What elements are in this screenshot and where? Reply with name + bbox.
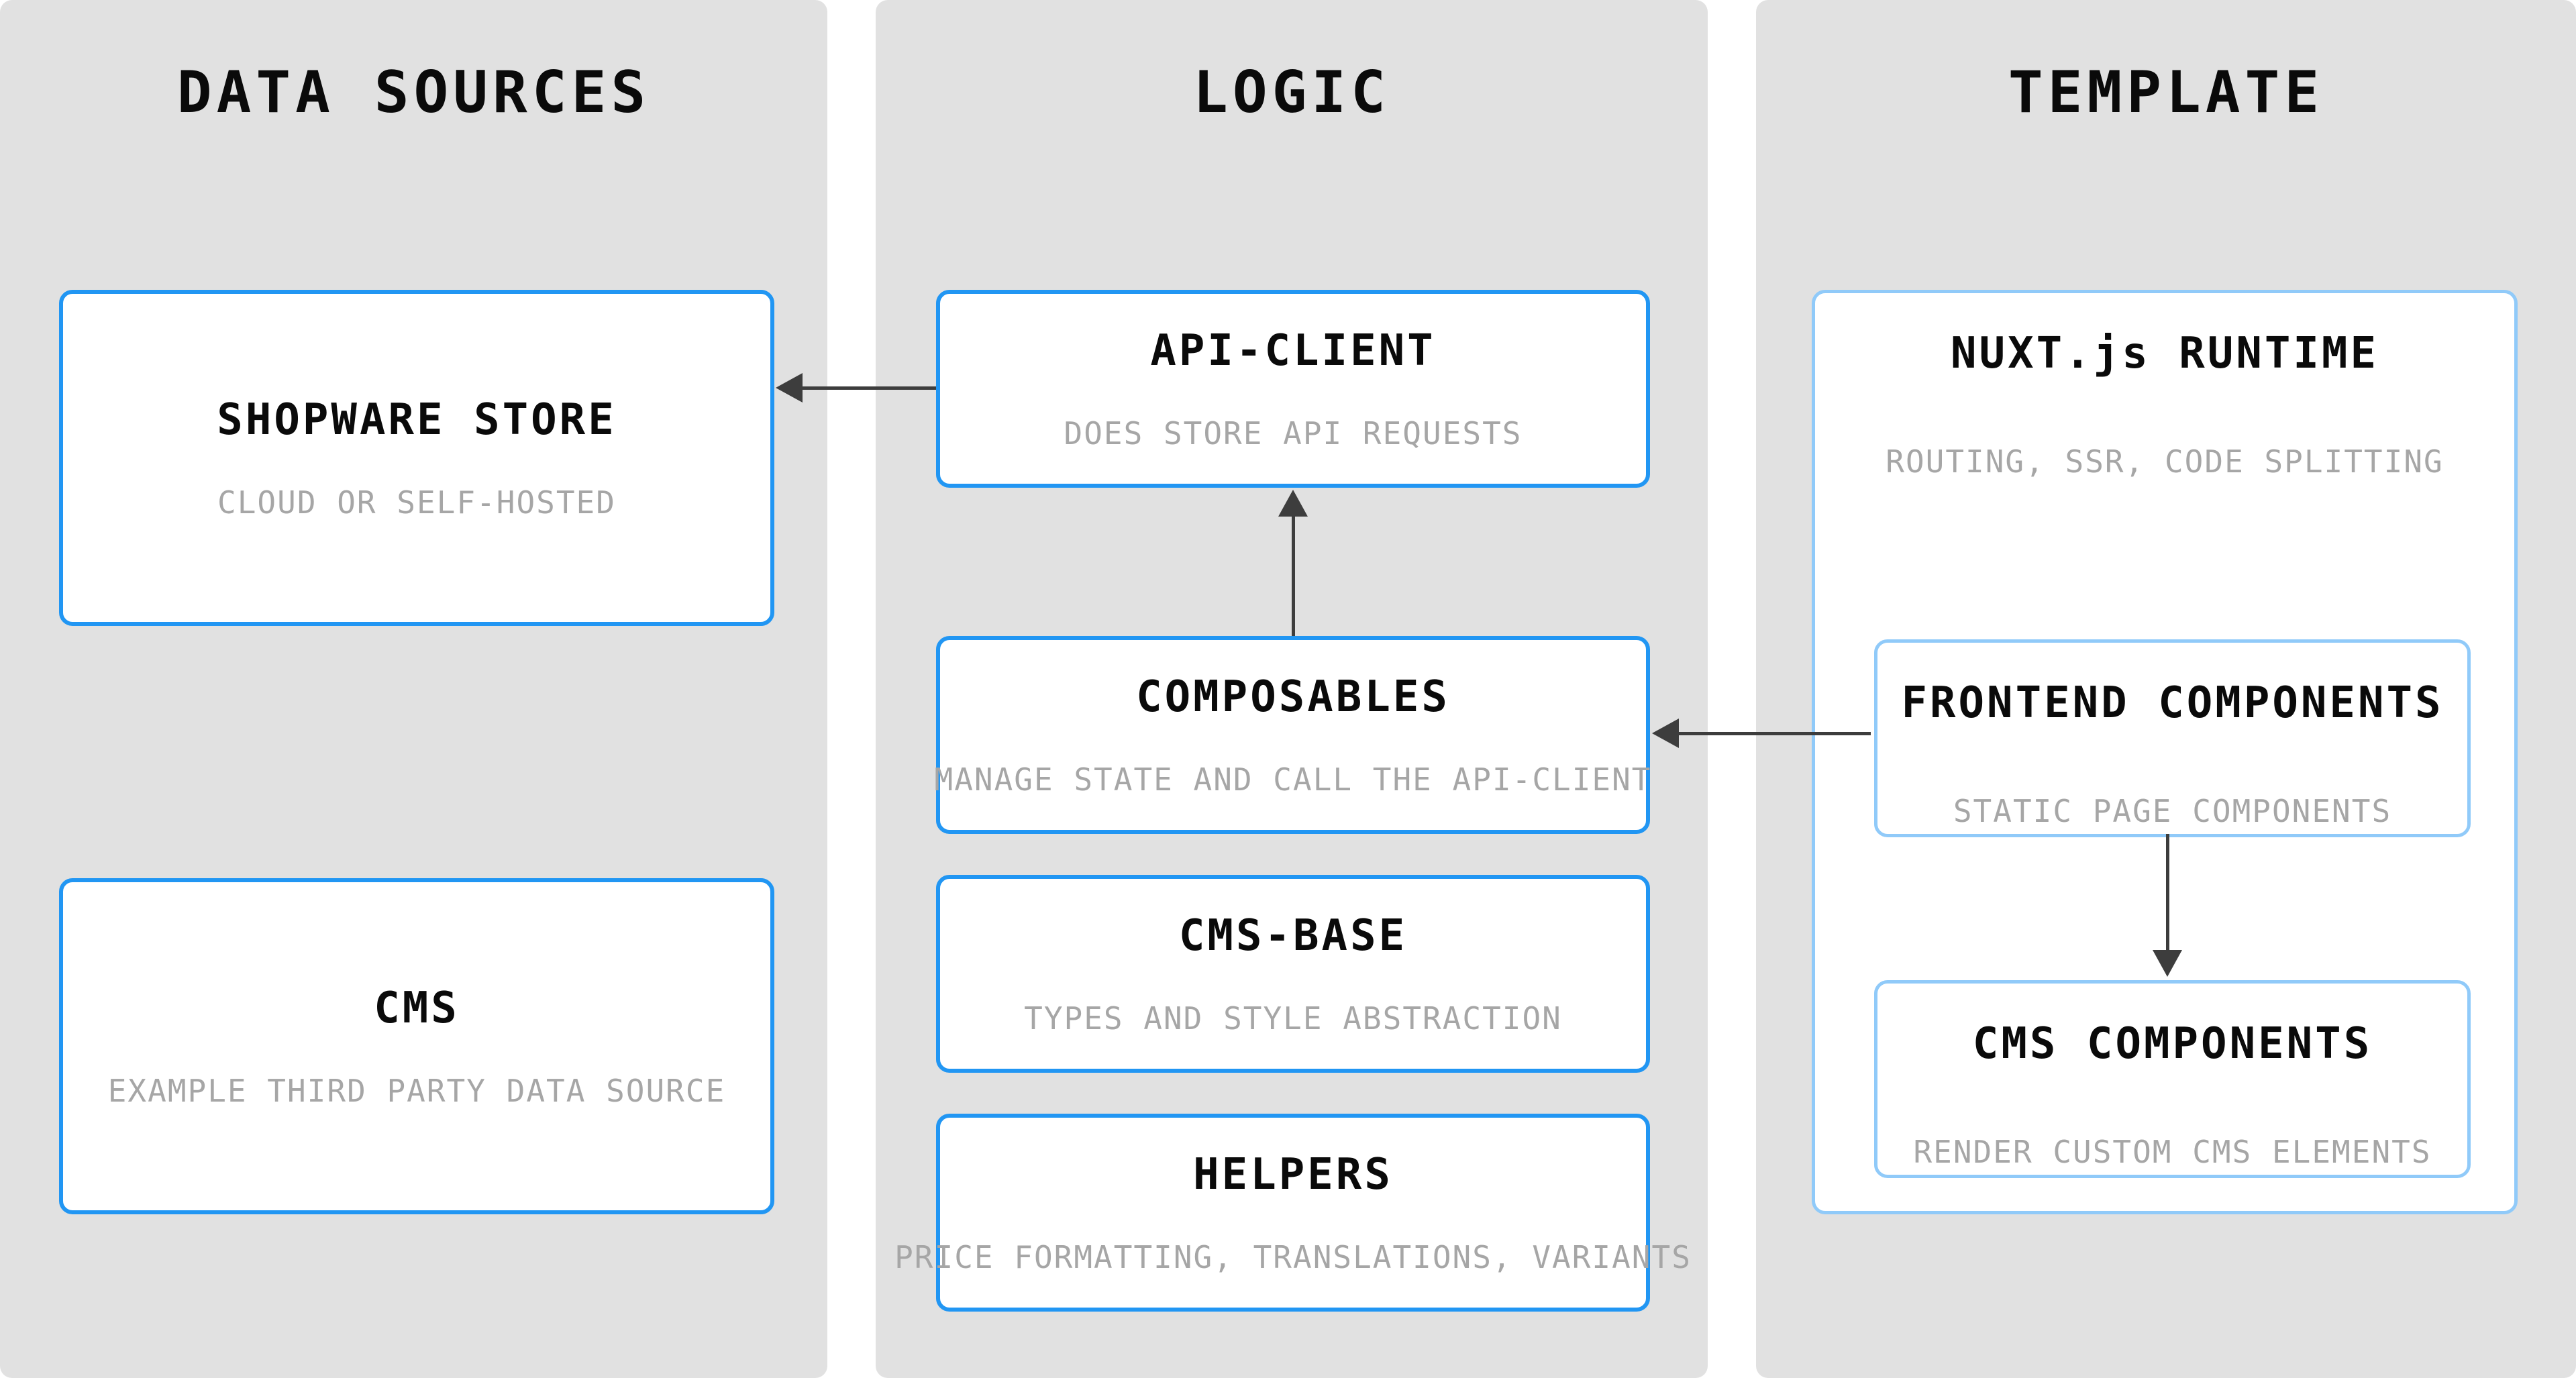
arrow-line — [1678, 732, 1871, 735]
box-cms-components: CMS COMPONENTS RENDER CUSTOM CMS ELEMENT… — [1874, 980, 2471, 1178]
box-helpers: HELPERS PRICE FORMATTING, TRANSLATIONS, … — [894, 1114, 1690, 1312]
arrow-line — [801, 386, 936, 390]
column-logic: LOGIC API-CLIENT DOES STORE API REQUESTS… — [876, 0, 1708, 1378]
column-title-template: TEMPLATE — [2008, 59, 2324, 126]
box-subtitle-cms: EXAMPLE THIRD PARTY DATA SOURCE — [107, 1072, 726, 1109]
box-shopware-store: SHOPWARE STORE CLOUD OR SELF-HOSTED — [59, 290, 774, 626]
box-title-frontend-components: FRONTEND COMPONENTS — [1901, 678, 2444, 728]
arrowhead-up-icon — [1278, 490, 1308, 517]
box-api-client: API-CLIENT DOES STORE API REQUESTS — [936, 290, 1650, 488]
arrowhead-left-icon — [1652, 719, 1679, 748]
box-subtitle-cms-components: RENDER CUSTOM CMS ELEMENTS — [1913, 1134, 2432, 1170]
column-title-logic: LOGIC — [1193, 59, 1390, 126]
arrowhead-left-icon — [776, 373, 803, 403]
box-title-cms-base: CMS-BASE — [1178, 910, 1408, 961]
box-subtitle-composables: MANAGE STATE AND CALL THE API-CLIENT — [934, 761, 1652, 798]
box-cms-base: CMS-BASE TYPES AND STYLE ABSTRACTION — [936, 875, 1650, 1073]
box-composables: COMPOSABLES MANAGE STATE AND CALL THE AP… — [934, 636, 1652, 834]
box-title-composables: COMPOSABLES — [1136, 672, 1450, 722]
column-title-data-sources: DATA SOURCES — [176, 59, 651, 126]
arrow-line — [2166, 834, 2169, 951]
box-title-helpers: HELPERS — [1193, 1149, 1393, 1200]
box-frontend-components: FRONTEND COMPONENTS STATIC PAGE COMPONEN… — [1874, 639, 2471, 837]
column-data-sources: DATA SOURCES SHOPWARE STORE CLOUD OR SEL… — [0, 0, 827, 1378]
box-title-nuxt-runtime: NUXT.js RUNTIME — [1951, 329, 2379, 378]
box-subtitle-cms-base: TYPES AND STYLE ABSTRACTION — [1024, 1000, 1562, 1037]
arrow-line — [1292, 515, 1295, 636]
box-cms: CMS EXAMPLE THIRD PARTY DATA SOURCE — [59, 878, 774, 1214]
column-template: TEMPLATE NUXT.js RUNTIME ROUTING, SSR, C… — [1756, 0, 2576, 1378]
box-title-api-client: API-CLIENT — [1150, 325, 1436, 376]
box-title-cms: CMS — [374, 983, 460, 1033]
box-subtitle-nuxt-runtime: ROUTING, SSR, CODE SPLITTING — [1886, 443, 2444, 480]
arrowhead-down-icon — [2153, 950, 2182, 977]
box-nuxt-runtime: NUXT.js RUNTIME ROUTING, SSR, CODE SPLIT… — [1812, 290, 2518, 1214]
box-subtitle-frontend-components: STATIC PAGE COMPONENTS — [1953, 793, 2392, 829]
box-subtitle-helpers: PRICE FORMATTING, TRANSLATIONS, VARIANTS — [894, 1238, 1692, 1275]
box-title-shopware-store: SHOPWARE STORE — [217, 394, 617, 445]
box-subtitle-shopware-store: CLOUD OR SELF-HOSTED — [217, 484, 616, 521]
box-title-cms-components: CMS COMPONENTS — [1972, 1019, 2373, 1069]
box-subtitle-api-client: DOES STORE API REQUESTS — [1064, 415, 1523, 452]
